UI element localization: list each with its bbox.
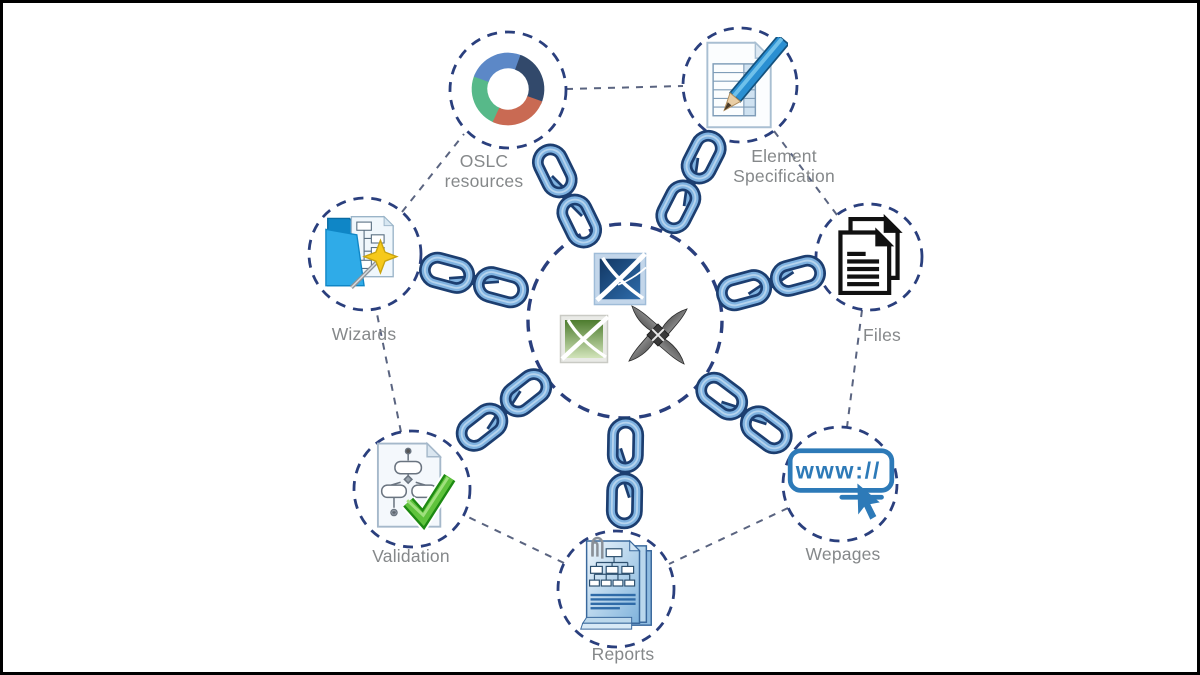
node-label-validation: Validation (372, 546, 450, 566)
chain-link-reports (612, 422, 639, 523)
paperclip (591, 536, 604, 559)
oslc-logo-icon (471, 52, 545, 126)
flowchart-green-check-icon (376, 441, 457, 534)
node-label-reports: Reports (591, 644, 655, 664)
wizard-folder-wand-icon (325, 215, 399, 289)
node-label-elementspec: Element Specification (733, 146, 835, 186)
chain-link-files (719, 258, 823, 308)
pencil (723, 37, 788, 112)
folder-front (325, 228, 365, 287)
ring-connector-oslc-elementspec (565, 85, 684, 90)
ring-connector-validation-wizards (375, 308, 402, 433)
magic-wand-star (362, 238, 399, 275)
chain-link-validation (457, 369, 552, 451)
chain-link-wepages (696, 373, 792, 454)
ring-connector-reports-validation (463, 514, 565, 564)
ring-connector-elementspec-files (773, 130, 838, 216)
ring-connectors (375, 85, 863, 565)
chain-link-oslc (534, 145, 601, 247)
green-modeling-tool-logo-icon (559, 314, 609, 364)
node-circle-oslc (448, 30, 568, 150)
webpage-address-cursor-icon: www:// (787, 448, 895, 520)
ring-connector-files-wepages (846, 309, 863, 428)
node-label-wepages: Wepages (805, 544, 881, 564)
www-text: www:// (795, 457, 881, 483)
node-circle-wepages (781, 425, 899, 543)
node-label-wizards: Wizards (331, 324, 397, 344)
stacked-documents-icon (838, 214, 903, 296)
text-lines (847, 251, 880, 287)
node-circle-validation (352, 429, 472, 549)
report-text-lines (590, 593, 636, 610)
page-fan (581, 616, 633, 624)
chain-link-wizards (422, 255, 526, 305)
specification-table-pencil-icon (706, 37, 788, 129)
gray-shuriken-tool-logo-icon (628, 305, 688, 365)
node-label-files: Files (863, 325, 901, 345)
node-circle-wizards (307, 196, 423, 312)
cursor-arrow (857, 483, 880, 520)
green-checkmark (401, 472, 457, 534)
node-circle-reports (556, 529, 676, 649)
report-pages-paperclip-icon (580, 536, 652, 630)
org-chart (588, 548, 636, 587)
ring-connector-wepages-reports (668, 507, 789, 565)
node-label-oslc: OSLC resources (444, 151, 524, 191)
node-circle-elementspec (681, 26, 799, 144)
connections-layer (307, 26, 924, 649)
chain-link-elementspec (657, 131, 725, 232)
blue-modeling-tool-logo-icon (593, 252, 647, 306)
ring-connector-wizards-oslc (401, 133, 465, 213)
activity-flowchart (380, 447, 438, 517)
